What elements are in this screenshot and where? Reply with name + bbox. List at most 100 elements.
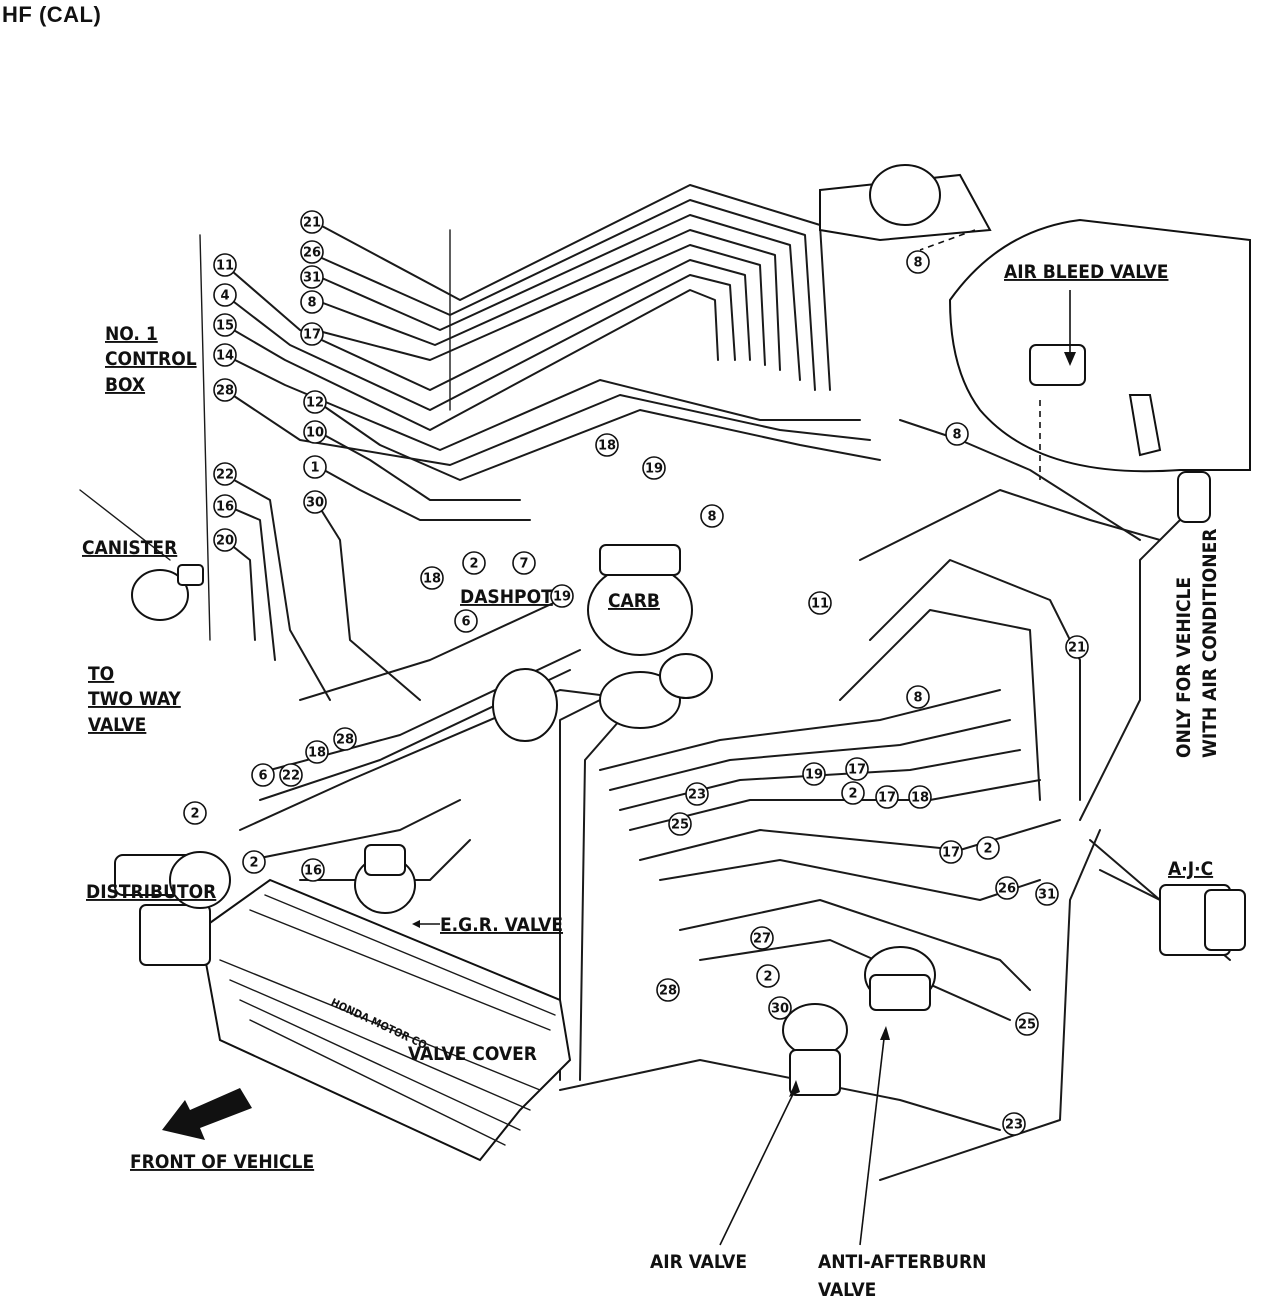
hose-number-circle <box>1015 1012 1039 1036</box>
hose-number-22: 22 <box>279 763 303 787</box>
hose-number-label: 23 <box>688 788 706 803</box>
no1-control-box-line3: BOX <box>105 374 145 396</box>
hose-number-label: 16 <box>216 500 234 515</box>
hose-number-22: 22 <box>213 462 237 486</box>
hose-number-label: 18 <box>911 791 929 806</box>
hose-number-label: 11 <box>811 597 829 612</box>
hose-number-17: 17 <box>875 785 899 809</box>
hose-number-21: 21 <box>1065 635 1089 659</box>
hose-number-8: 8 <box>300 290 324 314</box>
hose-number-label: 2 <box>763 970 772 985</box>
hose-number-label: 17 <box>878 791 896 806</box>
hose-number-circle <box>808 591 832 615</box>
hose-number-18: 18 <box>305 740 329 764</box>
diagram-heading: HF (CAL) <box>2 2 102 27</box>
hose-number-18: 18 <box>420 566 444 590</box>
hose-number-circle <box>668 812 692 836</box>
hose-number-label: 11 <box>216 259 234 274</box>
hose-number-circle <box>750 926 774 950</box>
hose-number-2: 2 <box>756 964 780 988</box>
hose-number-18: 18 <box>908 785 932 809</box>
hose-number-circle <box>906 685 930 709</box>
hose-number-label: 2 <box>190 807 199 822</box>
hose-number-label: 2 <box>249 856 258 871</box>
hose-number-circle <box>976 836 1000 860</box>
hose-number-circle <box>300 322 324 346</box>
hose-number-30: 30 <box>303 490 327 514</box>
hose-number-label: 6 <box>461 615 470 630</box>
upper-hose-bundle <box>79 184 881 701</box>
hose-number-20: 20 <box>213 528 237 552</box>
hose-number-23: 23 <box>685 782 709 806</box>
hose-number-circle <box>303 390 327 414</box>
hose-number-circle <box>242 850 266 874</box>
hose-number-11: 11 <box>808 591 832 615</box>
hose-number-label: 8 <box>707 510 716 525</box>
air-bleed-valve-label: AIR BLEED VALVE <box>1004 261 1168 283</box>
no1-control-box-line2: CONTROL <box>105 348 197 370</box>
hose-number-circle <box>875 785 899 809</box>
hose-number-10: 10 <box>303 420 327 444</box>
hose-number-label: 26 <box>303 246 321 261</box>
hose-number-14: 14 <box>213 343 237 367</box>
anti-afterburn-valve-line2: VALVE <box>818 1279 876 1301</box>
hose-number-label: 21 <box>303 216 321 231</box>
hose-number-2: 2 <box>841 781 865 805</box>
hose-number-label: 19 <box>645 462 663 477</box>
hose-number-label: 30 <box>771 1002 789 1017</box>
hose-number-28: 28 <box>656 978 680 1002</box>
hose-number-label: 18 <box>598 439 616 454</box>
hose-number-6: 6 <box>454 609 478 633</box>
hose-number-26: 26 <box>300 240 324 264</box>
hose-number-circle <box>845 757 869 781</box>
hose-number-label: 16 <box>304 864 322 879</box>
hose-number-31: 31 <box>1035 882 1059 906</box>
hose-number-circle <box>213 313 237 337</box>
hose-number-circle <box>213 528 237 552</box>
hose-number-circle <box>1035 882 1059 906</box>
hose-number-circle <box>512 551 536 575</box>
hose-number-27: 27 <box>750 926 774 950</box>
hose-number-label: 17 <box>303 328 321 343</box>
hose-number-label: 7 <box>519 557 528 572</box>
hose-number-circle <box>213 378 237 402</box>
hose-number-label: 8 <box>952 428 961 443</box>
egr-valve <box>354 844 416 914</box>
valve-cover: HONDA MOTOR CO. <box>198 878 572 1162</box>
hose-number-6: 6 <box>251 763 275 787</box>
hose-number-circle <box>756 964 780 988</box>
hose-number-circle <box>700 504 724 528</box>
hose-number-circle <box>300 210 324 234</box>
hose-number-circle <box>908 785 932 809</box>
hose-number-28: 28 <box>333 727 357 751</box>
hose-number-label: 28 <box>216 384 234 399</box>
dashpot-label: DASHPOT <box>460 586 553 608</box>
hose-number-circle <box>802 762 826 786</box>
hose-number-label: 19 <box>553 590 571 605</box>
hose-number-label: 31 <box>303 271 321 286</box>
hose-number-label: 19 <box>805 768 823 783</box>
hose-number-circle <box>303 420 327 444</box>
hose-number-circle <box>300 290 324 314</box>
canister <box>131 564 204 621</box>
hose-number-8: 8 <box>906 685 930 709</box>
hose-number-28: 28 <box>213 378 237 402</box>
hose-number-2: 2 <box>242 850 266 874</box>
hose-number-30: 30 <box>768 996 792 1020</box>
two-way-valve-line3: VALVE <box>88 714 146 736</box>
hose-number-2: 2 <box>976 836 1000 860</box>
hose-number-label: 10 <box>306 426 324 441</box>
hose-number-label: 23 <box>1005 1118 1023 1133</box>
hose-number-16: 16 <box>213 494 237 518</box>
hose-number-25: 25 <box>1015 1012 1039 1036</box>
hose-number-2: 2 <box>462 551 486 575</box>
egr-valve-label: E.G.R. VALVE <box>440 914 563 936</box>
hose-number-circle <box>945 422 969 446</box>
hose-number-label: 14 <box>216 349 234 364</box>
hose-number-15: 15 <box>213 313 237 337</box>
hose-number-12: 12 <box>303 390 327 414</box>
hose-number-circle <box>595 433 619 457</box>
